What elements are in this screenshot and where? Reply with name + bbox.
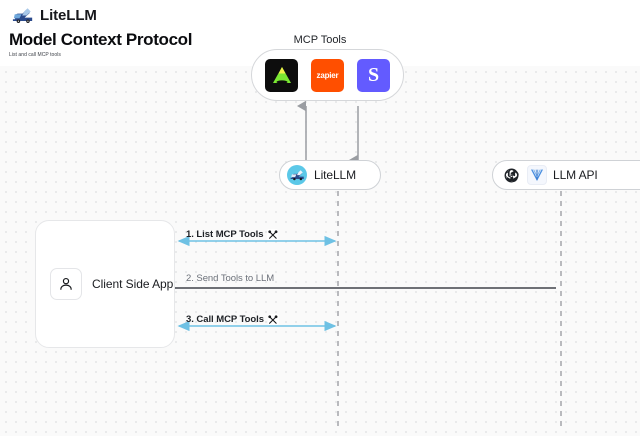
openai-logo-icon (501, 165, 521, 185)
tool-sentry-icon[interactable]: S (357, 58, 390, 92)
brand-name: LiteLLM (40, 7, 97, 24)
node-client-side-app-label: Client Side App (92, 277, 174, 291)
message-label-1-text: 1. List MCP Tools (186, 229, 264, 240)
tools-crossed-icon (267, 229, 279, 240)
node-litellm-label: LiteLLM (314, 168, 356, 182)
tool-aim-icon[interactable] (265, 58, 298, 92)
node-client-side-app[interactable]: Client Side App (35, 220, 175, 348)
tool-zapier-icon[interactable]: zapier (311, 58, 344, 92)
message-label-2: 2. Send Tools to LLM (186, 273, 274, 284)
mcp-tools-group: zapier S (251, 49, 404, 101)
message-label-3: 3. Call MCP Tools (186, 314, 279, 325)
tool-zapier-label: zapier (316, 70, 339, 80)
mcp-tools-label: MCP Tools (293, 34, 347, 46)
user-person-icon (50, 268, 82, 300)
node-litellm[interactable]: LiteLLM (279, 160, 381, 190)
litellm-truck-logo-icon (12, 7, 34, 24)
page-subtitle: List and call MCP tools (9, 52, 61, 58)
page-title: Model Context Protocol (9, 30, 193, 49)
tools-crossed-icon (267, 314, 279, 325)
node-llm-api-label: LLM API (553, 168, 598, 182)
litellm-avatar-icon (287, 165, 307, 185)
message-label-1: 1. List MCP Tools (186, 229, 279, 240)
message-label-3-text: 3. Call MCP Tools (186, 314, 264, 325)
tool-sentry-label: S (367, 64, 380, 86)
message-label-2-text: 2. Send Tools to LLM (186, 273, 275, 284)
anthropic-claude-icon (527, 165, 547, 185)
brand: LiteLLM (12, 7, 97, 24)
node-llm-api[interactable]: LLM API (492, 160, 640, 190)
